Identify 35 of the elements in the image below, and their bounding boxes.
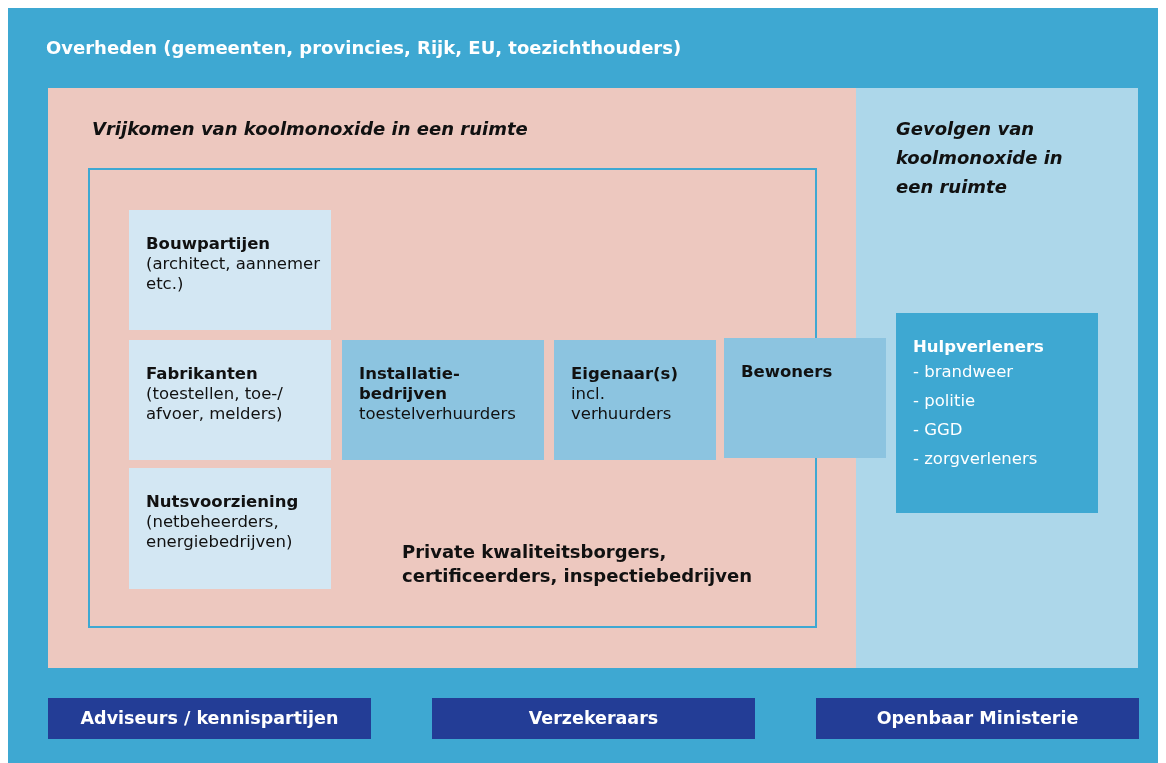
bar-label: Adviseurs / kennispartijen [79,708,340,729]
box-text: (architect, aannemer etc.) [146,253,322,294]
box-heading: Eigenaar(s) [571,364,678,384]
bar-label: Verzekeraars [527,708,660,729]
box-text: toestelverhuurders [359,403,516,424]
outer-panel [8,8,1158,763]
party-box [554,340,716,460]
box-heading: Hulpverleners [913,337,1044,357]
box-text: - brandweer [913,360,1014,383]
release-panel [48,88,856,668]
box-heading: Bouwpartijen [146,234,271,254]
party-box [129,340,331,460]
party-box [129,468,331,589]
box-text: (netbeheerders, energiebedrijven) [146,511,294,552]
panel-heading: Vrijkomen van koolmonoxide in een ruimte [92,117,528,141]
party-box [129,210,331,330]
box-text: incl. verhuurders [571,383,673,424]
group-label: Private kwaliteitsborgers, certificeerders, inspectiebedrijven [402,540,753,589]
box-text: (toestellen, toe-/ afvoer, melders) [146,383,284,424]
box-heading: Fabrikanten [146,364,258,384]
panel-heading: Overheden (gemeenten, provincies, Rijk, EU, toezichthouders) [46,36,682,60]
box-heading: Bewoners [741,362,833,382]
box-heading: Nutsvoorziening [146,492,299,512]
bar-label: Openbaar Ministerie [875,708,1080,729]
panel-heading: Gevolgen van koolmonoxide in een ruimte [896,117,1064,199]
party-box [724,338,886,458]
box-text: - GGD [913,418,963,441]
party-box [896,313,1098,513]
box-text: - zorgverleners [913,447,1038,470]
party-bar [432,698,755,739]
party-bar [816,698,1139,739]
box-text: - politie [913,389,976,412]
consequence-panel [856,88,1138,668]
party-box [342,340,544,460]
party-bar [48,698,371,739]
